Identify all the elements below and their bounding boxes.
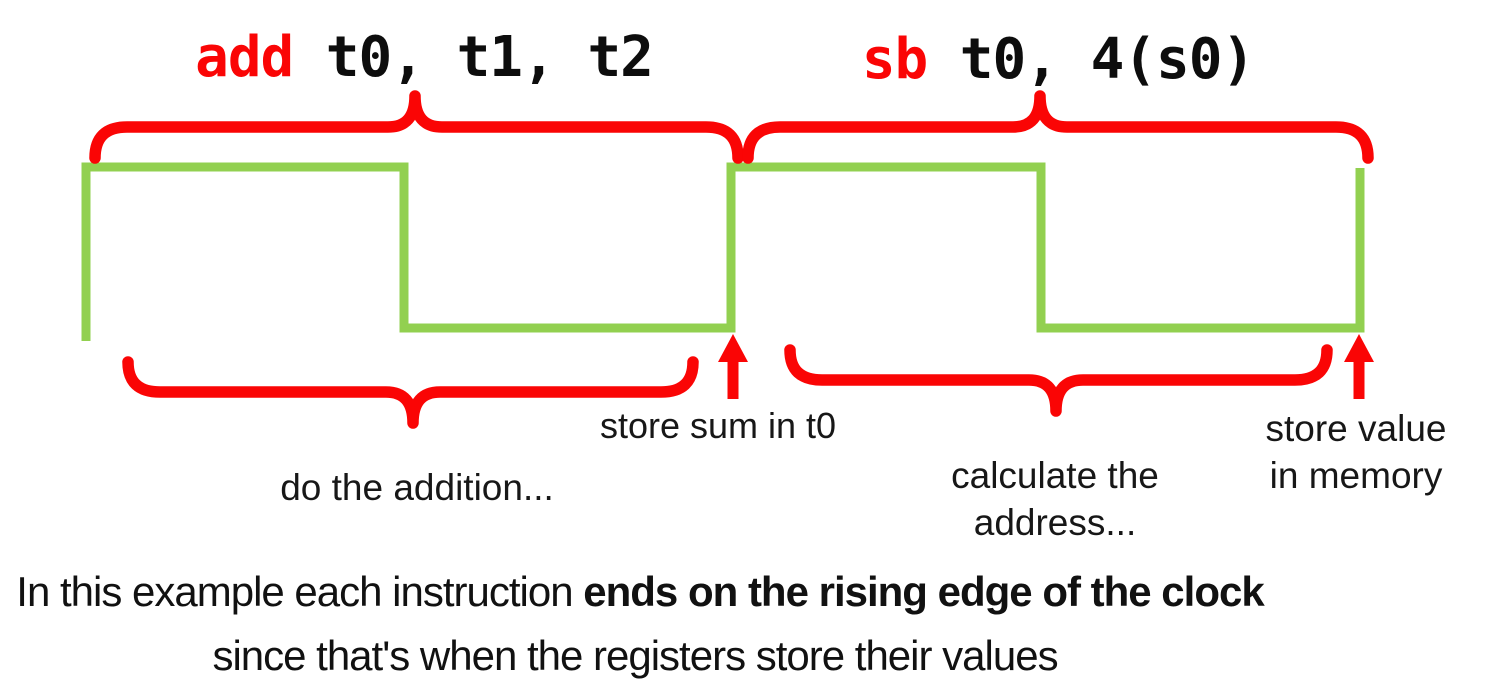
caption-line2: since that's when the registers store th… [212,632,1058,679]
label-do-addition: do the addition... [280,467,554,508]
instruction-sb: sb t0, 4(s0) [861,27,1255,92]
rising-edge-arrow-1 [718,334,748,399]
instruction-add: add t0, t1, t2 [195,25,654,90]
rising-edge-arrow-2 [1344,334,1374,399]
clock-waveform [81,162,1365,341]
opcode-add: add [195,25,294,90]
label-store-sum: store sum in t0 [599,405,837,446]
brace-sb-instruction [742,90,1374,164]
opcode-sb: sb [861,27,928,92]
brace-address-phase [784,344,1333,417]
label-calculate-address: calculate the address... [951,452,1159,546]
label-calculate-address-line2: address... [973,502,1137,543]
brace-add-instruction [89,90,744,164]
caption-line1-bold: ends on the rising edge of the clock [583,568,1264,615]
caption-line1: In this example each instruction ends on… [16,567,1264,617]
operands-add: t0, t1, t2 [325,25,654,90]
caption-line1-normal: In this example each instruction [16,568,584,615]
operands-sb: t0, 4(s0) [959,27,1255,92]
label-store-value-line2: in memory [1269,455,1443,496]
brace-addition-phase [122,356,699,429]
label-store-value: store value in memory [1266,405,1447,499]
label-calculate-address-line1: calculate the [951,455,1159,496]
label-store-value-line1: store value [1265,408,1447,449]
